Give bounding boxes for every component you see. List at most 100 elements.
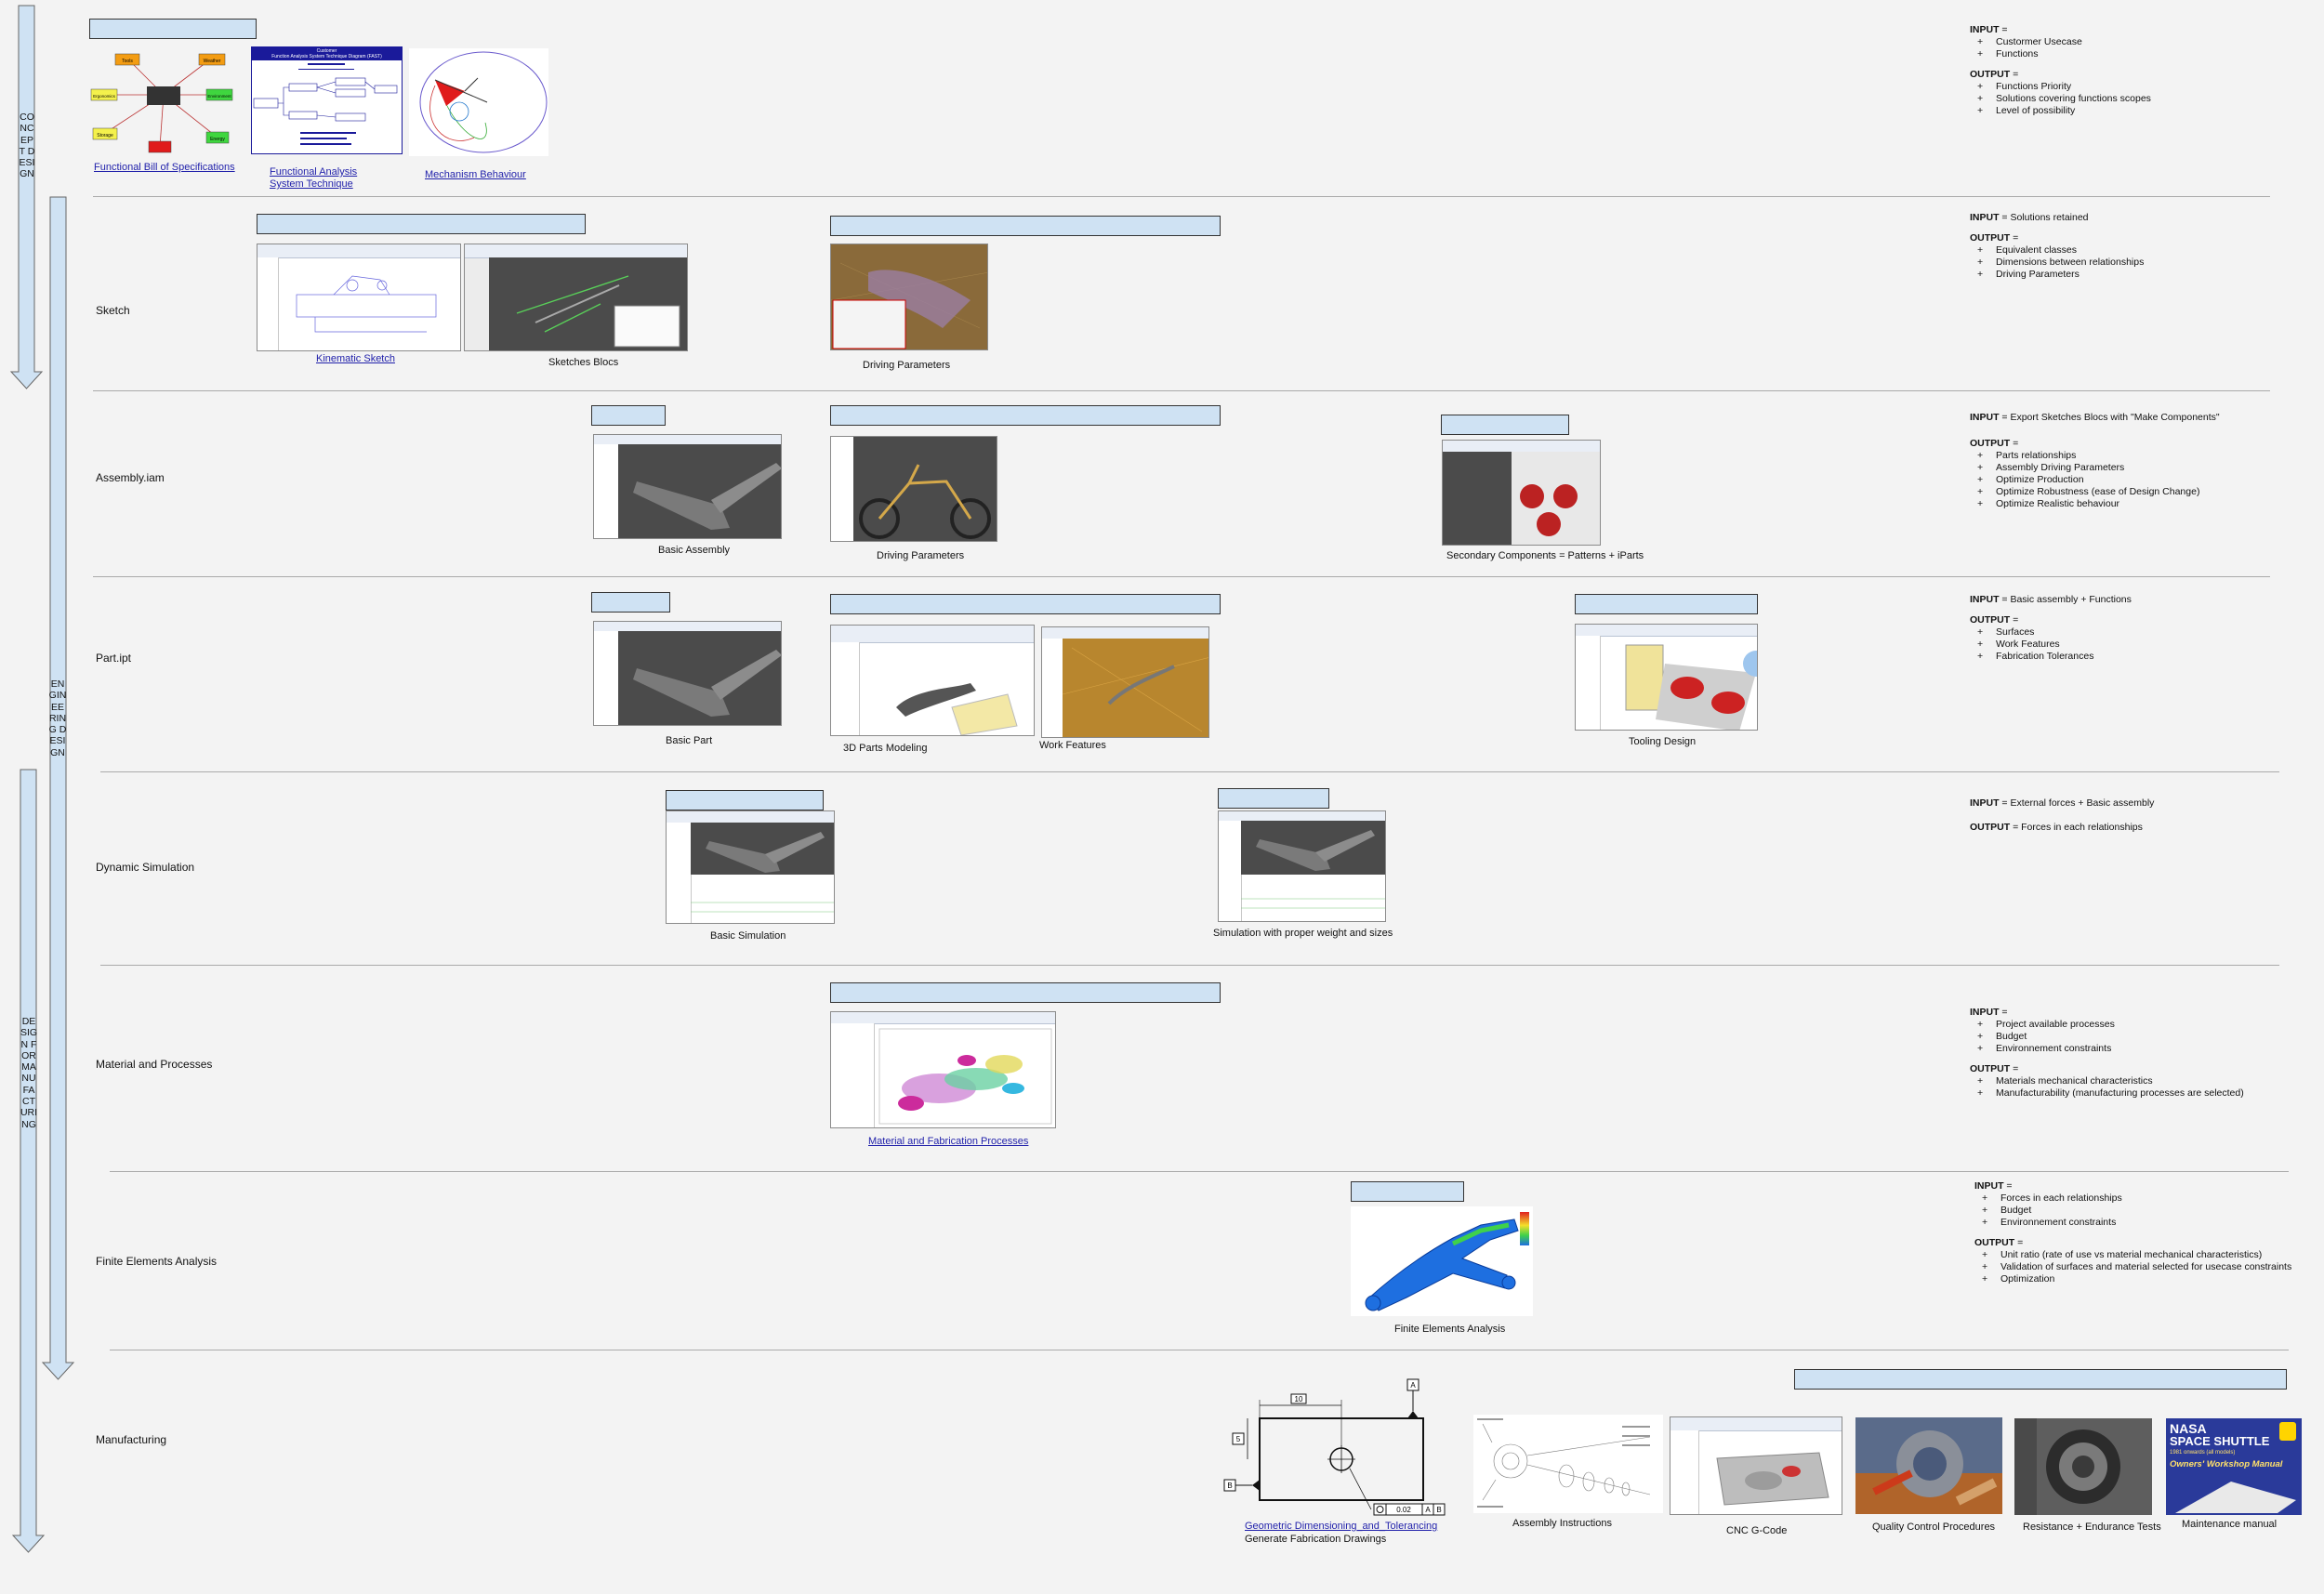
io-item: Optimization (1974, 1273, 2291, 1285)
io-item: Custormer Usecase (1970, 36, 2151, 48)
io-part: INPUT = Basic assembly + Functions OUTPU… (1970, 594, 2132, 663)
io-input-label: INPUT (1974, 1180, 2004, 1192)
io-input-label: INPUT (1970, 412, 2000, 423)
io-input-label: INPUT (1970, 594, 2000, 605)
io-item: Environnement constraints (1974, 1217, 2291, 1229)
io-item: Budget (1974, 1205, 2291, 1217)
basic-simulation-screenshot (666, 810, 835, 924)
header-box (257, 214, 586, 234)
gdt-dim-side: 5 (1236, 1435, 1241, 1443)
functional-bill-link[interactable]: Functional Bill of Specifications (94, 162, 235, 173)
driving-parameters-sketch-screenshot (830, 244, 988, 350)
io-item: Functions (1970, 48, 2151, 60)
driving-parameters-sketch-caption: Driving Parameters (863, 360, 951, 371)
fbs-node: Energy (210, 137, 225, 142)
manufacturing-phase-label: Design for Manufacturing (20, 1016, 38, 1130)
io-item: Functions Priority (1970, 81, 2151, 93)
basic-part-screenshot (593, 621, 782, 726)
io-concept: INPUT = Custormer Usecase Functions OUTP… (1970, 24, 2151, 117)
assembly-instructions-image (1473, 1415, 1663, 1513)
kinematic-sketch-link[interactable]: Kinematic Sketch (316, 353, 395, 364)
sketches-blocs-caption: Sketches Blocs (548, 357, 619, 368)
parts-modeling-screenshot (830, 625, 1035, 736)
divider (93, 196, 2270, 197)
header-box (591, 405, 666, 426)
io-material: INPUT = Project available processes Budg… (1970, 1007, 2244, 1100)
io-item: Optimize Production (1970, 474, 2220, 486)
basic-assembly-screenshot (593, 434, 782, 539)
basic-assembly-caption: Basic Assembly (658, 545, 731, 556)
fbs-node: Tools (122, 59, 133, 64)
io-item: Validation of surfaces and material sele… (1974, 1261, 2291, 1273)
io-sketch: INPUT = Solutions retained OUTPUT = Equi… (1970, 212, 2144, 281)
divider (100, 771, 2279, 772)
header-box (666, 790, 824, 810)
concept-arrow (9, 5, 44, 389)
fbs-node: Storage (97, 133, 113, 138)
work-features-screenshot (1041, 626, 1209, 738)
io-output-label: OUTPUT (1970, 69, 2011, 80)
io-item: Optimize Robustness (ease of Design Chan… (1970, 486, 2220, 498)
manual-banner: Owners' Workshop Manual (2170, 1459, 2283, 1469)
material-processes-link[interactable]: Material and Fabrication Processes (868, 1136, 1029, 1147)
header-box (830, 982, 1221, 1003)
io-input-label: INPUT (1970, 24, 2000, 35)
divider (93, 390, 2270, 391)
header-box (1575, 594, 1758, 614)
row-label-dynamic-simulation: Dynamic Simulation (96, 861, 195, 874)
resistance-tests-image (2014, 1418, 2152, 1515)
header-box (591, 592, 670, 613)
io-output-label: OUTPUT (1970, 822, 2011, 833)
gdt-link[interactable]: Geometric Dimensioning_and_Tolerancing (1245, 1521, 1438, 1532)
maintenance-manual-cover: NASA SPACE SHUTTLE 1981 onwards (all mod… (2166, 1418, 2302, 1515)
gdt-datum-b: B (1227, 1482, 1232, 1490)
sketches-blocs-screenshot (464, 244, 688, 351)
fast-link-line2[interactable]: System Technique (270, 178, 353, 190)
manufacturing-arrow (11, 769, 46, 1553)
io-input-text: = Export Sketches Blocs with "Make Compo… (1999, 412, 2220, 423)
secondary-components-caption: Secondary Components = Patterns + iParts (1446, 550, 1644, 561)
io-output-label: OUTPUT (1974, 1237, 2015, 1248)
io-item: Fabrication Tolerances (1970, 651, 2132, 663)
io-output-label: OUTPUT (1970, 614, 2011, 626)
tooling-design-caption: Tooling Design (1629, 736, 1697, 747)
fea-caption: Finite Elements Analysis (1394, 1324, 1506, 1335)
divider (110, 1171, 2289, 1172)
kinematic-sketch-screenshot (257, 244, 461, 351)
generate-drawings-caption: Generate Fabrication Drawings (1245, 1534, 1387, 1545)
resistance-tests-caption: Resistance + Endurance Tests (2023, 1522, 2161, 1533)
work-features-caption: Work Features (1039, 740, 1106, 751)
io-item: Assembly Driving Parameters (1970, 462, 2220, 474)
header-box (1351, 1181, 1464, 1202)
header-box (1794, 1369, 2287, 1390)
io-item: Environnement constraints (1970, 1043, 2244, 1055)
manual-title-2: SPACE SHUTTLE (2170, 1434, 2270, 1448)
row-label-sketch: Sketch (96, 304, 130, 317)
maintenance-manual-caption: Maintenance manual (2182, 1519, 2278, 1530)
basic-part-caption: Basic Part (666, 735, 713, 746)
header-box (830, 216, 1221, 236)
row-label-fea: Finite Elements Analysis (96, 1255, 218, 1268)
io-item: Unit ratio (rate of use vs material mech… (1974, 1249, 2291, 1261)
quality-control-caption: Quality Control Procedures (1872, 1522, 1996, 1533)
gdt-ref-a: A (1425, 1506, 1431, 1514)
tooling-design-screenshot (1575, 624, 1758, 731)
engineering-arrow (41, 196, 75, 1380)
proper-simulation-caption: Simulation with proper weight and sizes (1213, 928, 1393, 939)
driving-parameters-assembly-screenshot (830, 436, 997, 542)
gdt-datum-a: A (1410, 1381, 1416, 1390)
fbs-node: Environment (207, 94, 231, 99)
io-input-label: INPUT (1970, 212, 2000, 223)
io-input-text: = External forces + Basic assembly (1999, 797, 2155, 809)
io-item: Materials mechanical characteristics (1970, 1075, 2244, 1087)
io-input-label: INPUT (1970, 1007, 2000, 1018)
fbs-node: Ergonomics (93, 94, 116, 99)
basic-simulation-caption: Basic Simulation (710, 930, 786, 942)
fea-image (1351, 1206, 1533, 1316)
manual-title: NASA (2170, 1421, 2207, 1436)
header-box (1441, 415, 1569, 435)
mechanism-behaviour-link[interactable]: Mechanism Behaviour (425, 169, 526, 180)
concept-phase-label: Concept Design (19, 112, 35, 180)
proper-simulation-screenshot (1218, 810, 1386, 922)
fast-link-line1[interactable]: Functional Analysis (270, 166, 358, 178)
